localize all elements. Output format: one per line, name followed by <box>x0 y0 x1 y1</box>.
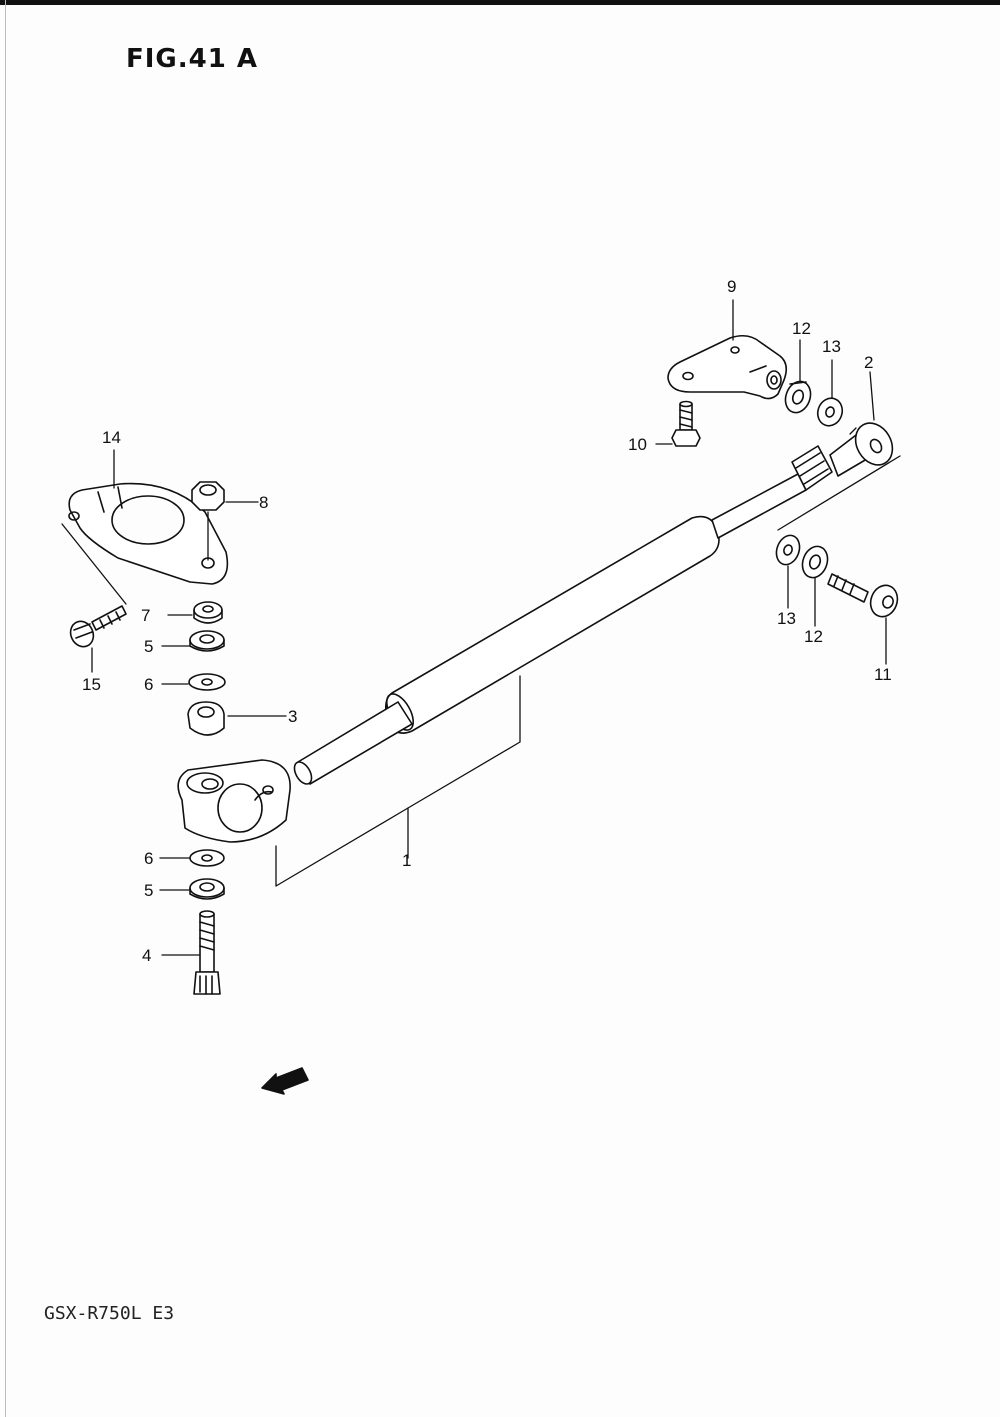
callout-4: 4 <box>142 946 151 965</box>
page-top-border <box>0 0 1000 5</box>
forward-direction-icon: FWD <box>261 1067 309 1095</box>
damper-cylinder <box>384 515 720 734</box>
page-left-border <box>5 0 6 1417</box>
mount-plate-bolt <box>671 400 701 447</box>
callout-3: 3 <box>288 707 297 726</box>
bracket-bolt <box>69 605 127 648</box>
callout-5-lower: 5 <box>144 881 153 900</box>
leader-lines <box>91 299 887 956</box>
callout-7: 7 <box>141 606 150 625</box>
callout-13-upper: 13 <box>822 337 841 356</box>
callout-1: 1 <box>402 851 411 870</box>
damper-mount-plate <box>667 334 788 400</box>
damper-piston-rod <box>293 701 413 785</box>
callout-labels: 1 2 3 4 5 5 6 6 7 8 9 10 11 12 12 13 13 … <box>82 277 892 965</box>
callout-9: 9 <box>727 277 736 296</box>
damper-adjuster-collar <box>791 445 833 491</box>
bushing <box>187 701 225 736</box>
damper-rod-end <box>829 422 894 477</box>
callout-12-lower: 12 <box>804 627 823 646</box>
assembly-bracket-lines <box>61 427 901 887</box>
clamp-bolt <box>193 910 221 995</box>
damper-right-rod <box>711 473 807 539</box>
callout-6-lower: 6 <box>144 849 153 868</box>
spacer <box>193 601 223 624</box>
rod-end-washer-lower <box>775 534 801 566</box>
rubber-washer-lower <box>189 878 225 900</box>
callout-13-lower: 13 <box>777 609 796 628</box>
model-code-label: GSX-R750L E3 <box>44 1303 175 1324</box>
nut <box>191 481 225 511</box>
callout-6-upper: 6 <box>144 675 153 694</box>
callout-5-upper: 5 <box>144 637 153 656</box>
callout-12-upper: 12 <box>792 319 811 338</box>
figure-title: FIG.41 A <box>126 44 259 74</box>
callout-10: 10 <box>628 435 647 454</box>
damper-left-clamp <box>177 759 291 843</box>
steering-damper-bracket <box>68 482 229 585</box>
plain-washer-lower <box>189 849 225 867</box>
rod-end-bushing-lower <box>801 545 829 579</box>
callout-8: 8 <box>259 493 268 512</box>
rubber-washer <box>189 630 225 652</box>
rod-end-washer <box>816 397 844 427</box>
rod-end-bolt <box>827 573 899 618</box>
callout-14: 14 <box>102 428 121 447</box>
plain-washer <box>188 673 226 691</box>
rod-end-bushing <box>784 380 812 414</box>
callout-11: 11 <box>874 665 892 684</box>
callout-15: 15 <box>82 675 101 694</box>
callout-2: 2 <box>864 353 873 372</box>
